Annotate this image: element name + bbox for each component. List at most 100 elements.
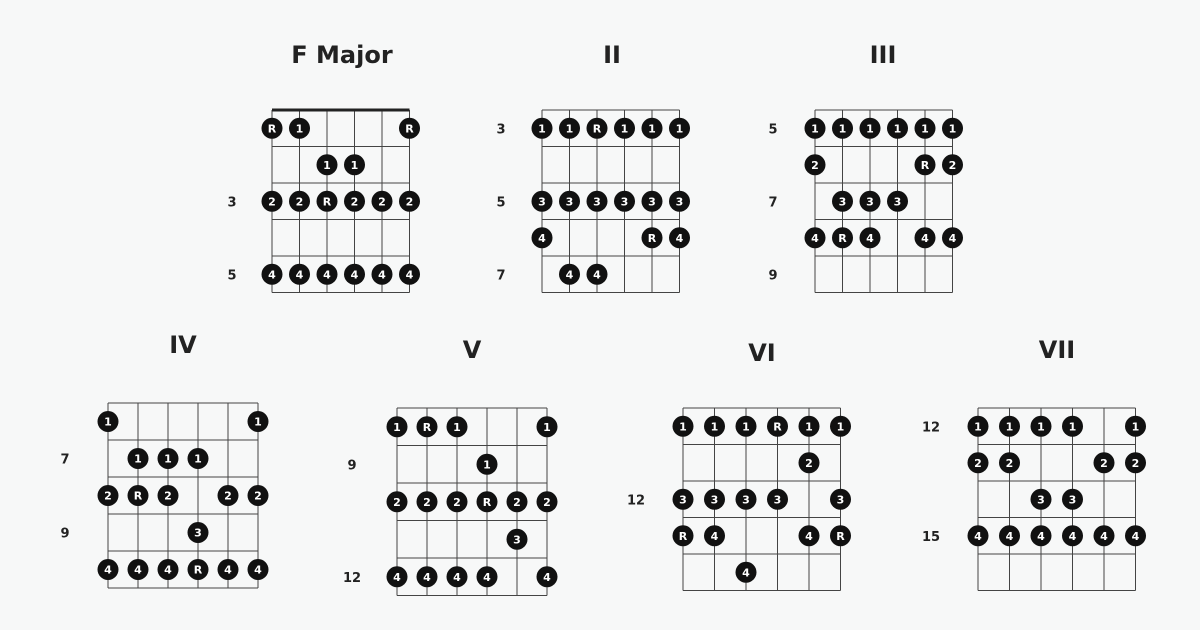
finger-dot-label: 3 [679,493,687,506]
finger-dot: 1 [798,415,820,437]
finger-dot-label: 3 [742,493,750,506]
finger-dot: 1 [704,415,725,437]
finger-dot-label: 3 [1037,493,1045,506]
finger-dot-circle [804,154,826,176]
finger-dot-circle [669,117,690,139]
finger-dot-circle [704,525,725,547]
finger-dot-label: 1 [742,420,750,433]
finger-dot: R [416,416,438,438]
finger-dot-label: 4 [351,268,359,281]
finger-dot-label: R [194,564,203,577]
finger-dot: R [586,117,608,139]
finger-dot-circle [531,190,553,212]
finger-dot-label: 2 [1100,457,1108,470]
finger-dot-circle [316,190,338,212]
finger-dot-circle [446,566,468,588]
finger-dot-label: 4 [453,571,461,584]
finger-dot-label: 1 [894,122,902,135]
finger-dot-circle [586,263,608,285]
finger-dot-label: 3 [566,195,574,208]
finger-dot-circle [914,154,936,176]
finger-dot: 1 [536,416,558,438]
finger-dot: 4 [1062,525,1083,547]
finger-dot: 1 [1030,415,1052,437]
finger-dot-label: 4 [1037,530,1045,543]
finger-dot: R [830,525,851,547]
finger-dot-circle [1125,525,1146,547]
finger-dot-label: R [323,195,332,208]
finger-dot-label: R [679,530,688,543]
finger-dot: 4 [344,263,365,285]
finger-dot-circle [536,491,558,513]
finger-dot-label: 4 [296,268,304,281]
finger-dot-circle [830,415,851,437]
finger-dot-circle [531,117,553,139]
finger-dot-label: 4 [742,566,750,579]
fret-number-label: 12 [922,420,940,435]
finger-dot: 4 [704,525,725,547]
finger-dot-label: 1 [676,122,684,135]
finger-dot-circle [157,485,179,506]
finger-dot-circle [217,485,239,506]
finger-dot: 1 [735,415,757,437]
finger-dot: 2 [942,154,963,176]
finger-dot-circle [586,190,608,212]
finger-dot: 3 [887,190,908,212]
finger-dot: 1 [316,154,338,176]
finger-dot-circle [735,561,757,583]
finger-dot-label: 3 [837,493,845,506]
finger-dot: 4 [914,227,936,249]
finger-dot-circle [386,491,408,513]
finger-dot-circle [1030,488,1052,510]
finger-dot-label: 3 [839,195,847,208]
finger-dot-circle [531,227,553,249]
finger-dot: 1 [1062,415,1083,437]
finger-dot-label: 4 [323,268,331,281]
finger-dot: 4 [371,263,393,285]
finger-dot-circle [476,566,498,588]
finger-dot-circle [416,566,438,588]
finger-dot: 3 [832,190,853,212]
finger-dot-circle [967,415,989,437]
finger-dot-circle [446,416,468,438]
finger-dot: 3 [506,528,528,550]
finger-dot-circle [672,488,694,510]
finger-dot: 3 [704,488,725,510]
finger-dot: 3 [641,190,663,212]
finger-dot-label: 3 [894,195,902,208]
finger-dot-circle [614,190,635,212]
fret-number-label: 3 [227,195,236,210]
finger-dot-label: 3 [593,195,601,208]
finger-dot-label: 4 [1132,530,1140,543]
finger-dot-circle [289,263,310,285]
finger-dot: 3 [1030,488,1052,510]
finger-dot-label: 2 [378,195,386,208]
finger-dot-circle [804,117,826,139]
finger-dot-label: R [593,122,602,135]
finger-dot-circle [942,227,963,249]
finger-dot-label: 1 [837,420,845,433]
finger-dot-circle [672,525,694,547]
finger-dot: 2 [536,491,558,513]
finger-dot-label: 3 [648,195,656,208]
finger-dot-circle [704,415,725,437]
finger-dot-circle [316,263,338,285]
finger-dot-circle [476,453,498,475]
finger-dot-circle [830,488,851,510]
finger-dot: 4 [967,525,989,547]
finger-dot: R [316,190,338,212]
finger-dot-label: 2 [254,490,262,503]
finger-dot-circle [1093,452,1115,474]
finger-dot: 1 [999,415,1020,437]
finger-dot-label: 4 [811,232,819,245]
finger-dot: 1 [942,117,963,139]
fret-number-label: 5 [496,195,505,210]
finger-dot-circle [187,559,209,580]
finger-dot-label: 2 [543,496,551,509]
finger-dot-circle [641,117,663,139]
finger-dot-circle [942,117,963,139]
finger-dot: 1 [187,448,209,469]
